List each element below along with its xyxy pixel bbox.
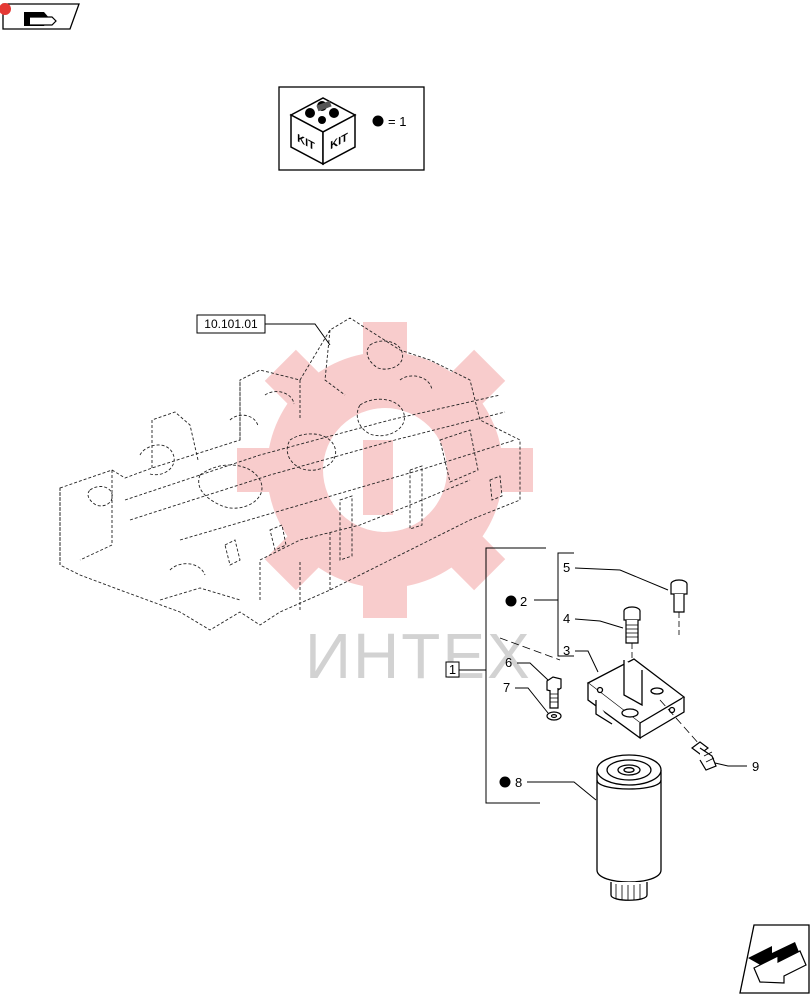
reference-label: 10.101.01 xyxy=(204,317,258,331)
group-box-label: 1 xyxy=(449,662,456,677)
washer-part[interactable] xyxy=(546,711,562,721)
watermark-gear-icon xyxy=(237,322,533,618)
group-bracket xyxy=(485,547,546,804)
callout-3: 3 xyxy=(563,643,570,658)
screw-part[interactable] xyxy=(546,676,562,709)
fuel-filter-cartridge[interactable] xyxy=(596,754,662,901)
callout-2: 2 xyxy=(520,594,527,609)
kit-bullet xyxy=(372,115,384,127)
group-callout-1[interactable]: 1 xyxy=(445,661,486,678)
callout-5: 5 xyxy=(563,560,570,575)
callout-4: 4 xyxy=(563,611,570,626)
kit-box-icon: KIT KIT xyxy=(289,97,357,166)
kit-bullet-8 xyxy=(499,776,511,788)
next-page-arrow-icon[interactable] xyxy=(739,924,810,994)
fitting-part[interactable] xyxy=(691,741,717,771)
callout-9: 9 xyxy=(752,759,759,774)
reference-callout[interactable]: 10.101.01 xyxy=(196,314,331,346)
book-page-icon[interactable] xyxy=(0,3,80,30)
kit-equation: = 1 xyxy=(388,114,406,129)
engine-block-outline xyxy=(59,317,521,631)
filter-head-part[interactable] xyxy=(586,658,686,740)
plug-part[interactable] xyxy=(623,606,641,644)
callout-6: 6 xyxy=(505,655,512,670)
bleed-nipple-part[interactable] xyxy=(670,579,688,613)
callout-7: 7 xyxy=(503,680,510,695)
kit-legend: KIT KIT = 1 xyxy=(278,86,425,171)
callout-8: 8 xyxy=(515,775,522,790)
subkit-bracket xyxy=(534,552,574,657)
kit-bullet-2 xyxy=(505,595,517,607)
watermark-text: ИНТЕХ xyxy=(305,620,532,692)
